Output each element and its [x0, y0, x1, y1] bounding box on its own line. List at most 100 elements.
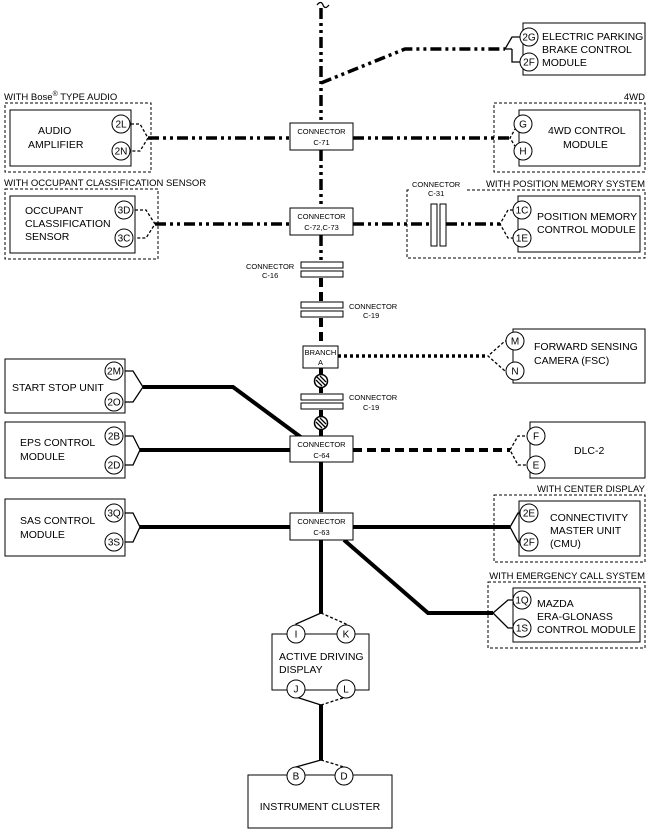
module-era-glonass-control: 1Q 1S MAZDA ERA-GLONASS CONTROL MODULE [492, 587, 641, 643]
svg-text:3D: 3D [118, 206, 131, 217]
svg-text:START STOP UNIT: START STOP UNIT [12, 382, 104, 394]
svg-text:OCCUPANT: OCCUPANT [25, 205, 84, 217]
svg-text:EPS CONTROL: EPS CONTROL [20, 437, 95, 449]
svg-text:CONNECTOR: CONNECTOR [349, 393, 398, 402]
svg-text:SAS CONTROL: SAS CONTROL [20, 515, 95, 527]
group-occupant-classification: WITH OCCUPANT CLASSIFICATION SENSOR [4, 178, 206, 260]
svg-text:4WD CONTROL: 4WD CONTROL [548, 125, 626, 137]
svg-text:CONTROL MODULE: CONTROL MODULE [537, 224, 636, 236]
svg-text:BRAKE CONTROL: BRAKE CONTROL [542, 44, 632, 56]
svg-text:F: F [533, 432, 539, 443]
module-audio-amplifier: 2L 2N AUDIO AMPLIFIER [9, 109, 149, 167]
svg-text:2F: 2F [523, 538, 535, 549]
svg-text:C-19: C-19 [363, 311, 379, 320]
svg-text:ELECTRIC PARKING: ELECTRIC PARKING [542, 31, 643, 43]
svg-text:C-31: C-31 [428, 189, 444, 198]
svg-text:K: K [343, 630, 350, 641]
svg-text:G: G [519, 120, 527, 131]
svg-text:C-71: C-71 [313, 138, 329, 147]
group-4wd: 4WD [493, 92, 646, 173]
svg-text:2D: 2D [108, 461, 121, 472]
svg-text:WITH POSITION MEMORY SYSTEM: WITH POSITION MEMORY SYSTEM [486, 179, 645, 190]
svg-text:CONNECTOR: CONNECTOR [297, 517, 346, 526]
svg-text:C-64: C-64 [313, 451, 329, 460]
svg-text:H: H [519, 147, 526, 158]
svg-text:C-63: C-63 [313, 528, 329, 537]
module-sas-control: 3Q 3S SAS CONTROL MODULE [4, 498, 141, 557]
module-4wd-control: G H 4WD CONTROL MODULE [509, 109, 641, 167]
svg-text:3Q: 3Q [107, 509, 121, 520]
connector-c31: CONNECTOR C-31 [409, 178, 465, 247]
trunk-break-mark [316, 1, 330, 9]
group-bose-audio: WITH Bose® TYPE AUDIO [4, 90, 152, 173]
wire-epb [320, 47, 505, 85]
svg-text:WITH Bose® TYPE AUDIO: WITH Bose® TYPE AUDIO [4, 90, 117, 103]
svg-text:N: N [511, 367, 518, 378]
svg-text:CONNECTOR: CONNECTOR [246, 262, 295, 271]
svg-text:CONNECTOR: CONNECTOR [297, 212, 346, 221]
svg-text:CONNECTOR: CONNECTOR [412, 180, 461, 189]
module-forward-sensing-camera: M N FORWARD SENSING CAMERA (FSC) [487, 328, 646, 384]
connector-c71: CONNECTOR C-71 [289, 122, 354, 151]
svg-text:4WD: 4WD [624, 92, 645, 103]
svg-text:CONNECTOR: CONNECTOR [297, 440, 346, 449]
svg-text:E: E [533, 461, 540, 472]
svg-text:CONNECTIVITY: CONNECTIVITY [550, 512, 628, 524]
svg-text:MAZDA: MAZDA [537, 598, 574, 610]
twisted-pair-symbol [313, 373, 329, 389]
wire-era-glonass [342, 538, 493, 615]
svg-text:3C: 3C [118, 234, 131, 245]
svg-text:1C: 1C [516, 206, 529, 217]
group-position-memory: WITH POSITION MEMORY SYSTEM [406, 179, 646, 259]
svg-text:1E: 1E [516, 234, 529, 245]
module-dlc-2: F E DLC-2 [509, 421, 646, 479]
svg-text:M: M [511, 337, 519, 348]
connector-c64: CONNECTOR C-64 [289, 435, 354, 463]
connector-c63: CONNECTOR C-63 [289, 512, 354, 541]
svg-text:J: J [294, 685, 299, 696]
svg-text:POSITION MEMORY: POSITION MEMORY [537, 211, 637, 223]
svg-text:CONTROL MODULE: CONTROL MODULE [537, 624, 636, 636]
connector-c16: CONNECTOR C-16 [246, 261, 344, 280]
svg-text:C-19: C-19 [363, 403, 379, 412]
svg-text:MASTER UNIT: MASTER UNIT [550, 525, 622, 537]
svg-text:A: A [318, 358, 323, 367]
svg-text:AMPLIFIER: AMPLIFIER [28, 139, 84, 151]
svg-text:C-72,C-73: C-72,C-73 [304, 223, 339, 232]
svg-text:MODULE: MODULE [20, 529, 65, 541]
svg-text:INSTRUMENT CLUSTER: INSTRUMENT CLUSTER [260, 801, 381, 813]
svg-text:WITH CENTER DISPLAY: WITH CENTER DISPLAY [537, 484, 646, 495]
wire-start-stop [143, 385, 304, 440]
svg-text:ACTIVE DRIVING: ACTIVE DRIVING [279, 651, 364, 663]
svg-text:BRANCH: BRANCH [305, 348, 337, 357]
module-active-driving-display: I K J L ACTIVE DRIVING DISPLAY [271, 612, 370, 706]
svg-text:CONNECTOR: CONNECTOR [349, 302, 398, 311]
svg-text:1Q: 1Q [515, 596, 529, 607]
module-electric-parking-brake: 2G 2F ELECTRIC PARKING BRAKE CONTROL MOD… [504, 22, 646, 76]
svg-text:2L: 2L [115, 120, 127, 131]
svg-text:(CMU): (CMU) [550, 538, 581, 550]
svg-text:I: I [295, 630, 298, 641]
module-connectivity-master-unit: 2E 2F CONNECTIVITY MASTER UNIT (CMU) [509, 500, 641, 557]
module-start-stop-unit: 2M 2O START STOP UNIT [4, 358, 144, 414]
module-occupant-classification-sensor: 3D 3C OCCUPANT CLASSIFICATION SENSOR [9, 195, 156, 254]
connector-c72-c73: CONNECTOR C-72,C-73 [289, 207, 354, 236]
branch-a: BRANCH A [302, 345, 339, 369]
svg-text:2E: 2E [523, 509, 536, 520]
svg-text:MODULE: MODULE [20, 451, 65, 463]
svg-text:WITH OCCUPANT CLASSIFICATION S: WITH OCCUPANT CLASSIFICATION SENSOR [4, 178, 206, 189]
svg-text:2F: 2F [523, 58, 535, 69]
svg-text:CAMERA (FSC): CAMERA (FSC) [534, 355, 609, 367]
module-instrument-cluster: B D INSTRUMENT CLUSTER [247, 759, 393, 829]
svg-text:MODULE: MODULE [563, 139, 608, 151]
svg-text:1S: 1S [516, 624, 529, 635]
svg-text:C-16: C-16 [262, 271, 278, 280]
svg-text:CLASSIFICATION: CLASSIFICATION [25, 218, 111, 230]
connector-c19-upper: CONNECTOR C-19 [300, 301, 398, 320]
svg-text:MODULE: MODULE [542, 57, 587, 69]
svg-text:2G: 2G [522, 33, 536, 44]
svg-text:ERA-GLONASS: ERA-GLONASS [537, 611, 613, 623]
svg-text:3S: 3S [108, 538, 121, 549]
module-position-memory-control: 1C 1E POSITION MEMORY CONTROL MODULE [499, 195, 641, 253]
